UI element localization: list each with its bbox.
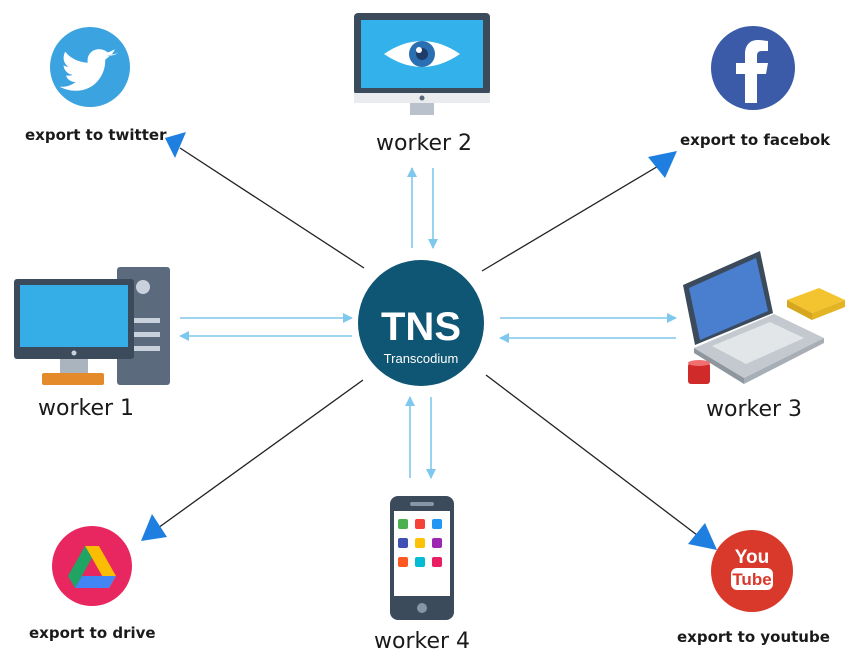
- twitter-icon: [50, 27, 130, 107]
- label-worker-3: worker 3: [706, 397, 803, 422]
- line-to-youtube: [485, 374, 698, 536]
- google-drive-icon: [52, 526, 132, 606]
- line-to-twitter: [179, 147, 365, 269]
- hub-title: TNS: [381, 305, 461, 349]
- worker-arrows: [179, 167, 677, 479]
- arrowhead-youtube: [688, 523, 717, 550]
- monitor-eye-icon: [354, 13, 490, 115]
- export-arrows: [141, 132, 717, 550]
- svg-text:Tube: Tube: [732, 570, 771, 589]
- hub-subtitle: Transcodium: [384, 351, 459, 366]
- tns-hub: TNS Transcodium: [358, 260, 484, 386]
- label-export-youtube: export to youtube: [677, 628, 830, 646]
- arrowhead-twitter: [165, 132, 186, 158]
- label-export-twitter: export to twitter: [25, 126, 167, 144]
- arrowhead-facebook: [648, 151, 677, 178]
- label-export-facebook: export to facebok: [680, 131, 831, 149]
- label-worker-2: worker 2: [376, 131, 473, 156]
- facebook-icon: [711, 26, 795, 110]
- label-worker-4: worker 4: [374, 629, 471, 654]
- desktop-computer-icon: [14, 267, 170, 385]
- smartphone-icon: [390, 496, 454, 620]
- arrowhead-drive: [141, 514, 167, 541]
- line-to-drive: [157, 379, 364, 529]
- laptop-icon: [683, 251, 845, 384]
- svg-text:You: You: [735, 547, 769, 568]
- label-export-drive: export to drive: [29, 624, 156, 642]
- label-worker-1: worker 1: [38, 396, 135, 421]
- line-to-facebook: [481, 164, 661, 272]
- youtube-icon: You Tube: [711, 530, 793, 612]
